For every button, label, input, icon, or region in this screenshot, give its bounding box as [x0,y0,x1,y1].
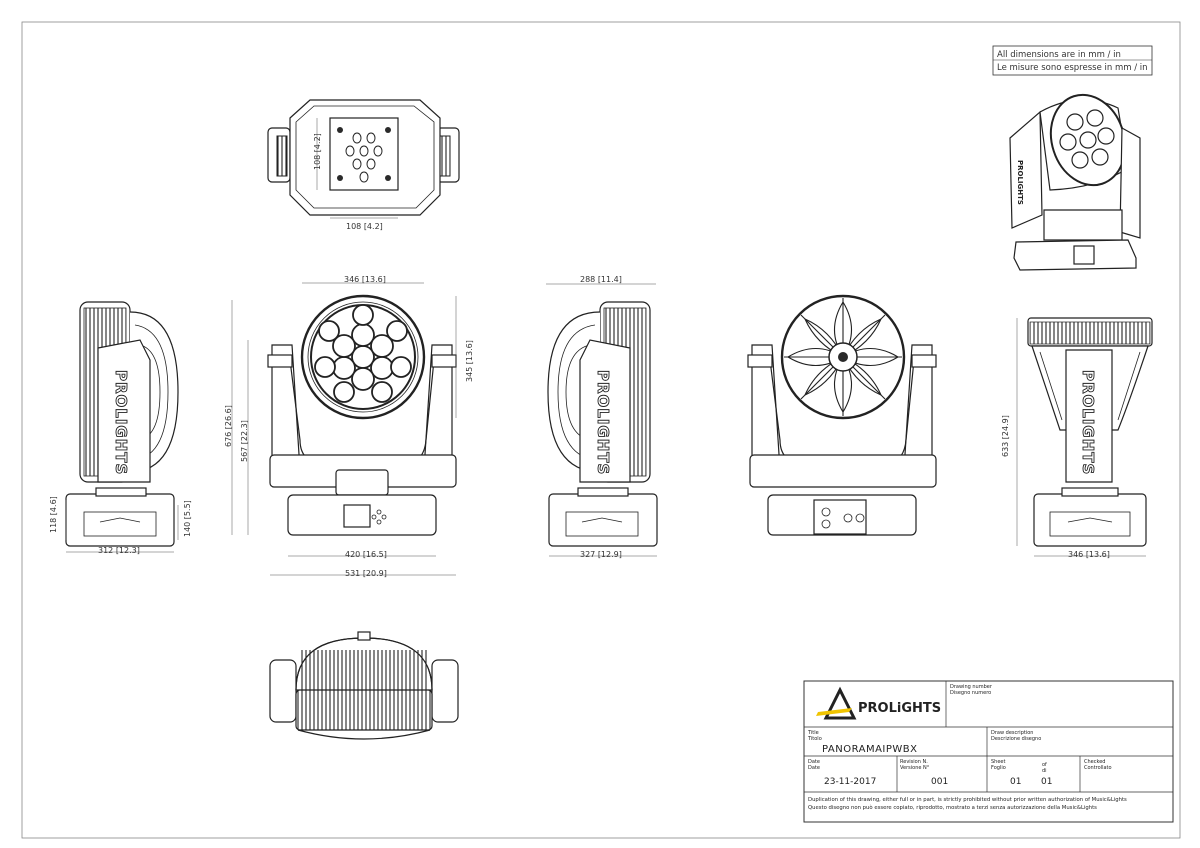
title-block: PROLiGHTS Drawing number Disegno numero … [803,680,1174,823]
checked-label-en: Checked [1084,759,1105,765]
arm-brand-label-rear: PROLIGHTS [1079,370,1097,475]
rear-side-view: PROLIGHTS 633 [24.9] 346 [13.6] [1001,317,1153,559]
dim-side-140: 140 [5.5] [183,500,192,537]
revision-label-en: Revision N. [900,759,928,765]
revision-label-it: Versione N° [900,765,930,771]
sheet-label-en: Sheet [991,759,1005,765]
disclaimer-en: Duplication of this drawing, either full… [808,797,1127,803]
disclaimer-it: Questo disegno non può essere copiato, r… [808,804,1097,811]
dim-side2-327: 327 [12.9] [580,550,622,559]
title-label-it: Titolo [807,736,822,742]
drawing-number-label-it: Disegno numero [950,690,991,696]
title-value: PANORAMAIPWBX [822,744,918,755]
dim-side-118: 118 [4.6] [49,496,58,533]
dim-front-346: 346 [13.6] [344,275,386,284]
dim-front-420: 420 [16.5] [345,550,387,559]
left-side-view: PROLIGHTS 118 [4.6] 140 [5.5] 312 [12.3] [49,301,192,555]
arm-brand-label-left: PROLIGHTS [112,370,130,475]
draw-description-label-en: Draw description [991,730,1033,736]
dim-front-531: 531 [20.9] [345,569,387,578]
front-view: 346 [13.6] 345 [13.6] 676 [26.6] 567 [22… [224,275,474,578]
of-label-en: of [1042,762,1047,768]
dim-front-676: 676 [26.6] [224,405,233,447]
units-note-en: All dimensions are in mm / in [997,50,1121,60]
prolights-logo-mark [816,686,857,720]
arm-brand-label-right: PROLIGHTS [594,370,612,475]
units-note-it: Le misure sono espresse in mm / in [997,63,1148,73]
of-value: 01 [1041,777,1052,787]
dim-top-108-horizontal: 108 [4.2] [346,222,383,231]
dim-side2-288: 288 [11.4] [580,275,622,284]
dim-front-567: 567 [22.3] [240,420,249,462]
title-block-logo-text: PROLiGHTS [858,701,941,716]
dim-side-312: 312 [12.3] [98,546,140,555]
right-side-view: PROLIGHTS 288 [11.4] 327 [12.9] [546,275,658,559]
dim-front-345: 345 [13.6] [465,340,474,382]
dim-right-633: 633 [24.9] [1001,415,1010,457]
draw-description-label-it: Descrizione disegno [991,736,1041,742]
bottom-view [269,631,459,740]
units-note: All dimensions are in mm / in Le misure … [992,45,1153,76]
sheet-label-it: Foglio [991,765,1006,771]
drawing-number-label-en: Drawing number [950,684,993,690]
checked-label-it: Controllato [1084,765,1112,771]
dim-right-346: 346 [13.6] [1068,550,1110,559]
date-value: 23-11-2017 [824,777,876,787]
top-view: 108 [4.2] 108 [4.2] [267,99,460,231]
revision-value: 001 [931,777,948,787]
date-label-it: Date [808,765,820,771]
iso-brand-label: PROLIGHTS [1016,160,1024,205]
date-label-en: Date [808,759,820,765]
sheet-border [21,21,1181,839]
title-label-en: Title [807,730,819,736]
isometric-view: PROLIGHTS [1009,93,1141,271]
sheet-value: 01 [1010,777,1021,787]
of-label-it: di [1042,768,1047,774]
back-view [747,294,937,536]
dim-top-108-vertical: 108 [4.2] [313,133,322,170]
